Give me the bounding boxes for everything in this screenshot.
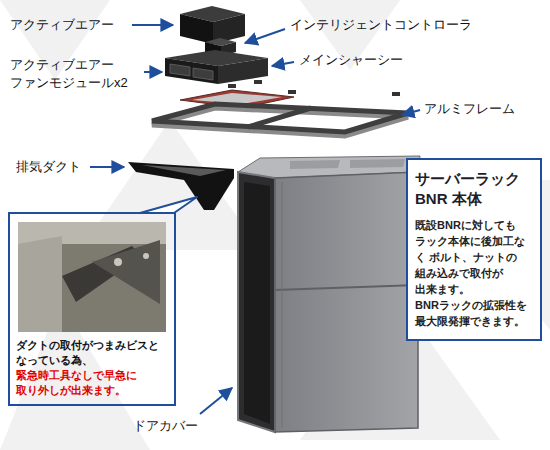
panel-body: 既設BNRに対しても ラック本体に後加工なく ボルト、ナットの 組み込みで取付が… [415,217,533,329]
callout-pointer [140,197,197,213]
brackets [392,92,400,96]
part-label: アクティブエアー ファンモジュールx2 [10,56,142,92]
leader-arrows [272,62,294,66]
leader-arrows [245,29,285,43]
leader-arrows [90,25,420,414]
main-chassis [218,58,268,84]
aluminum-frame [152,104,408,132]
callout-photo [114,258,122,266]
callout-warning: 緊急時工具なしで早急に 取り外しが出来ます。 [16,368,168,398]
part-label: アクティブエアー [10,16,128,34]
callout-photo [18,222,166,332]
brackets [254,80,262,84]
callout-photo [143,253,149,259]
server-rack [275,172,418,432]
part-label: インテリジェントコントローラ [290,16,490,34]
callout-photo [92,240,160,304]
main-chassis [165,50,268,84]
part-label: メインシャーシー [299,51,429,69]
callout-note: ダクトの取付がつまみビスと なっている為、 [16,338,168,368]
exhaust-duct [142,165,226,176]
server-rack [290,160,340,169]
photo-callout: ダクトの取付がつまみビスと なっている為、緊急時工具なしで早急に 取り外しが出来… [8,212,176,406]
leader-arrows [200,388,232,414]
brackets [228,80,400,96]
leader-arrows [402,110,420,115]
main-chassis [165,58,218,84]
callout-photo [18,236,62,332]
server-rack [238,156,420,432]
part-label: アルミフレーム [424,100,544,118]
server-rack [282,182,283,428]
panel-title: サーバーラック BNR 本体 [415,169,533,209]
part-label: 排気ダクト [16,158,88,176]
active-air-box [180,6,245,44]
brackets [288,90,296,94]
callout-photo [18,222,166,332]
leader-arrows [132,24,173,26]
info-panel: サーバーラック BNR 本体既設BNRに対しても ラック本体に後加工なく ボルト… [406,158,542,341]
leader-arrows [144,71,162,73]
server-rack [275,285,418,290]
main-chassis [170,64,190,76]
part-label: ドアカバー [133,417,213,435]
brackets [228,84,236,88]
callout-pointer [140,197,197,213]
main-chassis [193,68,213,80]
server-rack [350,159,405,168]
server-rack [244,182,270,424]
aluminum-frame [152,104,408,136]
leader-arrows [90,166,124,168]
server-rack [238,172,275,432]
aluminum-frame [248,108,311,127]
active-air-box [180,14,213,44]
gasket-plate [192,93,282,104]
